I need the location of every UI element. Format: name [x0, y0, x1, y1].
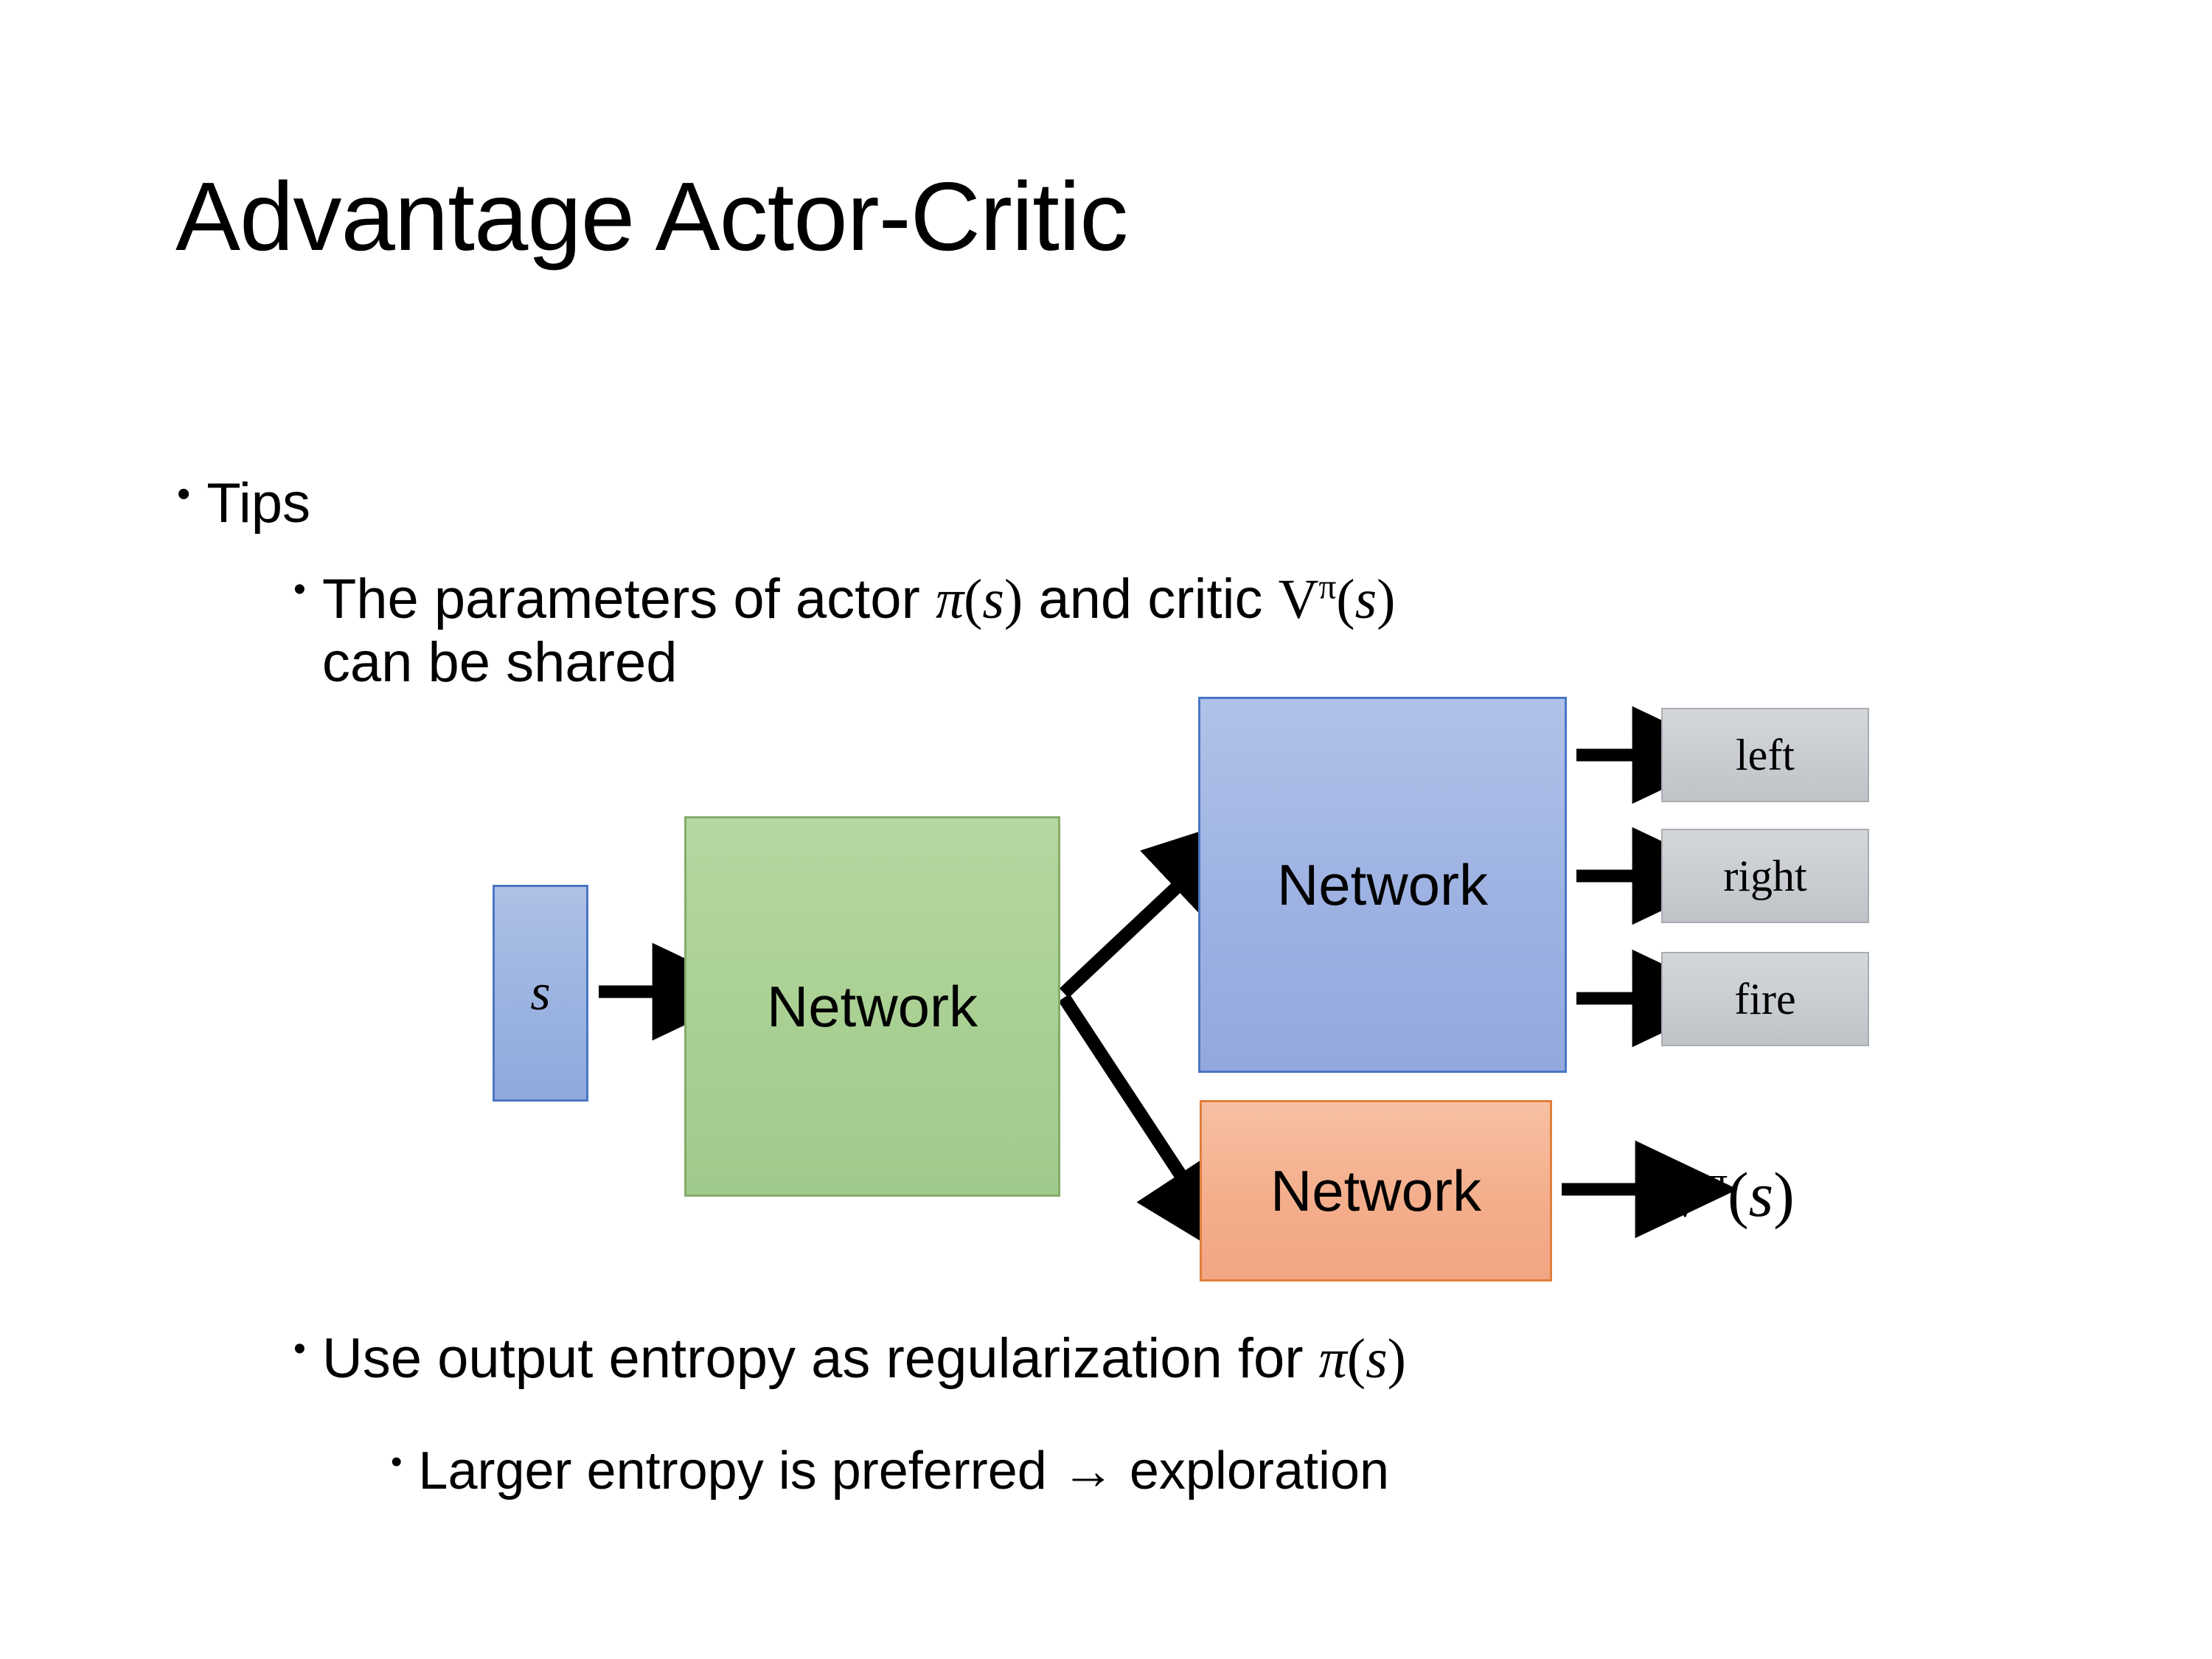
- math-open-paren: (: [1336, 568, 1355, 630]
- math-s-symbol: s: [1366, 1328, 1388, 1390]
- bullet-shared-text: The parameters of actor π(s) and critic …: [322, 568, 1396, 694]
- math-s-symbol: s: [982, 568, 1004, 630]
- bullet-larger-entropy: • Larger entropy is preferred → explorat…: [391, 1441, 1389, 1501]
- math-pi-superscript: π: [1318, 568, 1337, 607]
- bullet-dot-icon: •: [177, 473, 191, 515]
- node-actor-label: Network: [1276, 852, 1489, 917]
- math-s-symbol: s: [1748, 1159, 1774, 1230]
- value-function-output: Vπ(s): [1662, 1158, 1795, 1231]
- node-critic-network[interactable]: Network: [1200, 1100, 1552, 1281]
- math-s-symbol: s: [1354, 568, 1377, 630]
- page-title: Advantage Actor-Critic: [175, 162, 1128, 271]
- bullet-entropy-regularization: • Use output entropy as regularization f…: [293, 1327, 1406, 1391]
- bullet-dot-icon: •: [293, 1329, 306, 1368]
- node-shared-label: Network: [766, 973, 978, 1039]
- shared-prefix-label: The parameters of actor: [321, 568, 936, 630]
- bullet-larger-label: Larger entropy is preferred → exploratio…: [418, 1441, 1390, 1500]
- math-open-paren: (: [1728, 1159, 1749, 1230]
- math-pi-symbol: π: [935, 568, 964, 630]
- math-open-paren: (: [1346, 1328, 1366, 1390]
- node-input-label: s: [530, 964, 551, 1021]
- node-action-left[interactable]: left: [1661, 708, 1869, 802]
- node-actor-network[interactable]: Network: [1198, 697, 1567, 1073]
- arrow-shared-to-actor: [1059, 813, 1255, 998]
- entropy-prefix-label: Use output entropy as regularization for: [321, 1327, 1319, 1390]
- math-close-paren: ): [1377, 568, 1396, 630]
- action-left-label: left: [1736, 730, 1795, 779]
- math-pi-superscript: π: [1708, 1158, 1728, 1203]
- bullet-shared-parameters: • The parameters of actor π(s) and criti…: [293, 568, 2063, 694]
- node-shared-network[interactable]: Network: [684, 816, 1060, 1197]
- math-close-paren: ): [1004, 568, 1023, 630]
- node-action-fire[interactable]: fire: [1661, 952, 1869, 1046]
- bullet-tips: • Tips: [177, 472, 310, 535]
- math-pi-symbol: π: [1318, 1328, 1347, 1390]
- node-action-right[interactable]: right: [1661, 829, 1869, 923]
- node-critic-label: Network: [1270, 1158, 1482, 1223]
- bullet-entropy-text: Use output entropy as regularization for…: [322, 1327, 1406, 1391]
- action-fire-label: fire: [1734, 974, 1796, 1023]
- bullet-dot-icon: •: [293, 570, 306, 609]
- shared-tail-label: can be shared: [321, 631, 678, 695]
- arrow-shared-to-critic: [1058, 994, 1240, 1265]
- math-close-paren: ): [1773, 1159, 1795, 1230]
- math-V-symbol: V: [1662, 1159, 1708, 1230]
- bullet-dot-icon: •: [391, 1444, 403, 1480]
- node-input-state[interactable]: s: [493, 885, 588, 1102]
- math-close-paren: ): [1387, 1328, 1406, 1390]
- math-V-symbol: V: [1278, 568, 1319, 630]
- shared-middle-label: and critic: [1023, 568, 1279, 630]
- bullet-tips-label: Tips: [206, 472, 310, 535]
- action-right-label: right: [1723, 851, 1807, 900]
- math-open-paren: (: [964, 568, 983, 630]
